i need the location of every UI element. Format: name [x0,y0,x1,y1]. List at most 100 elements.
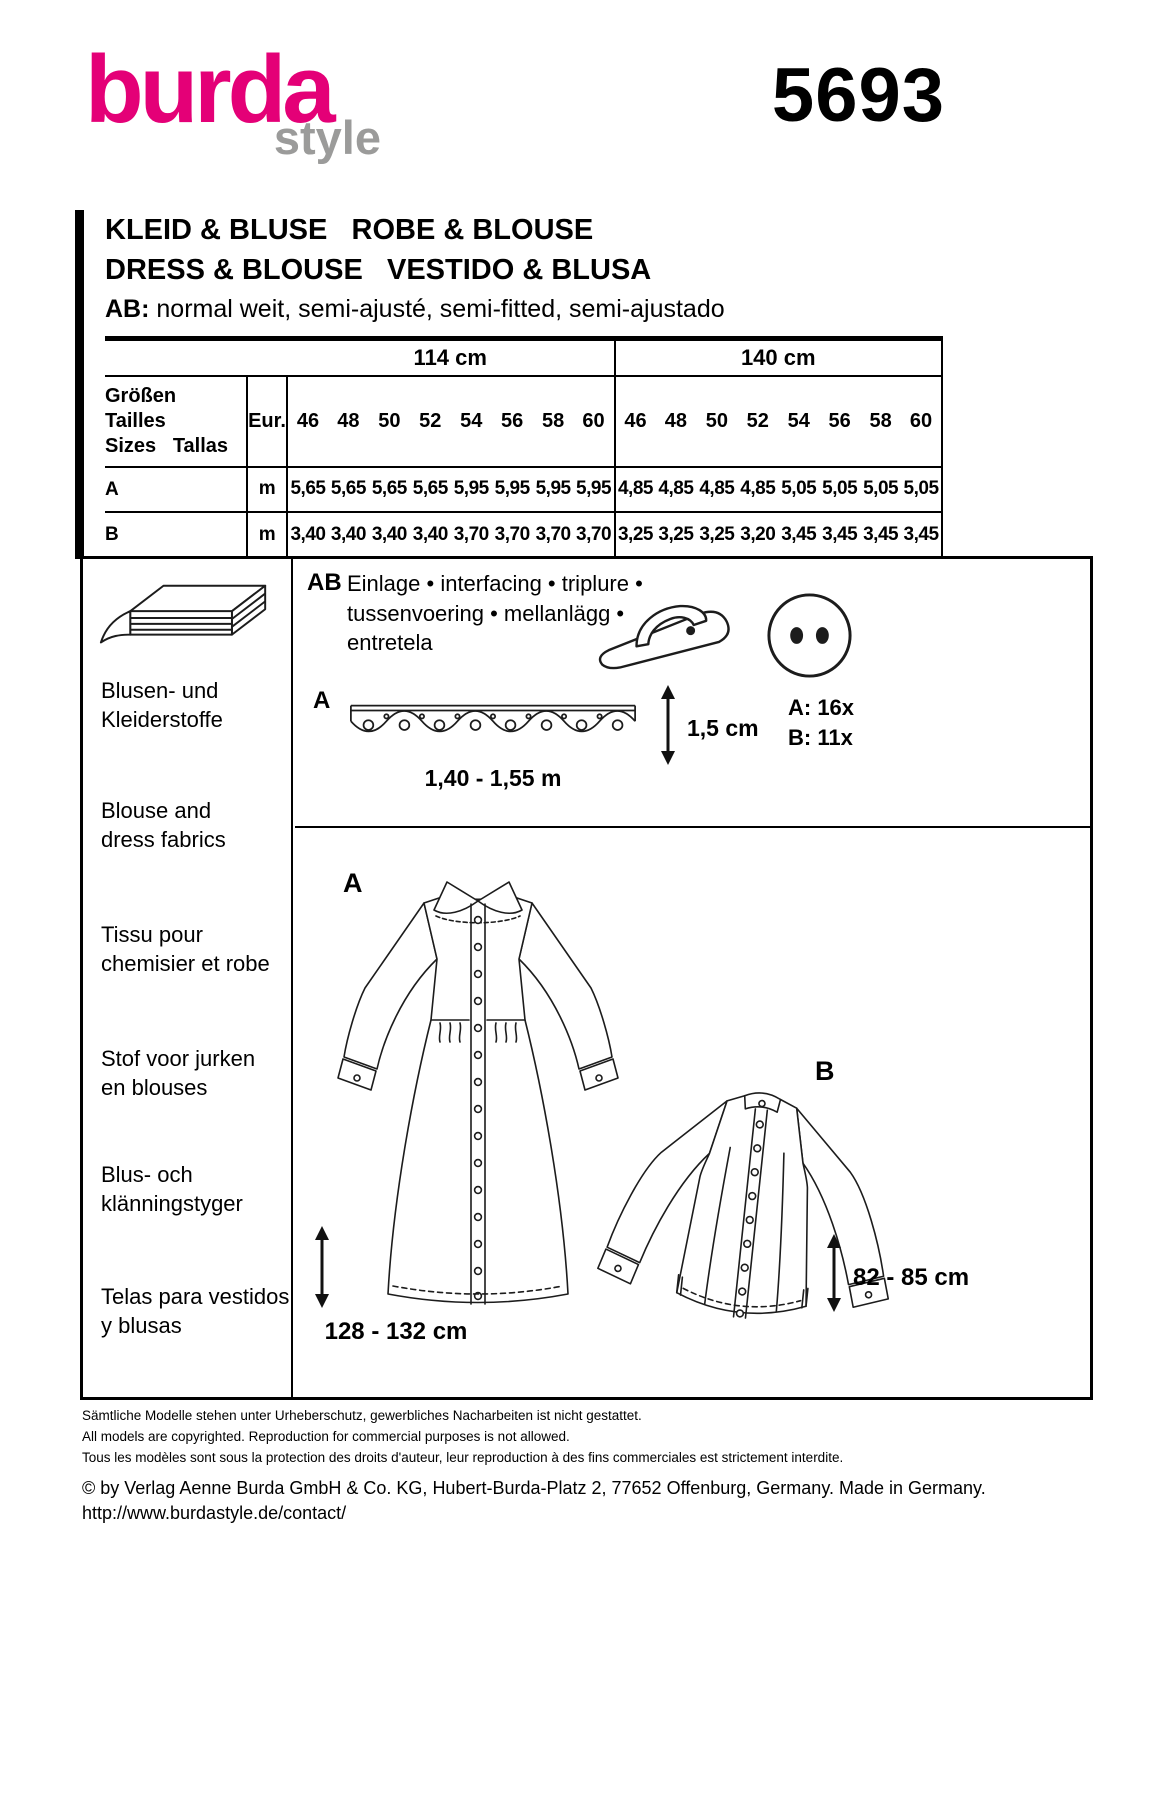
size-header-cell: 58 [860,375,902,468]
yardage-cell: 3,40 [286,512,328,560]
legal-line-de: Sämtliche Modelle stehen unter Urhebersc… [82,1408,642,1423]
fabric-item: Blouse and dress fabrics [101,798,226,852]
yardage-cell: 3,70 [491,512,533,560]
yardage-cell: 3,45 [860,512,902,560]
yardage-cell: 3,70 [450,512,492,560]
yardage-cell: 5,05 [819,466,861,514]
ab-views-label: AB [307,569,342,596]
pattern-number: 5693 [771,53,945,138]
view-row-label: B [105,512,247,560]
unit-cell: m [246,512,287,560]
width-header-114: 114 cm [287,338,615,377]
trim-view-label: A [313,687,331,714]
fabric-requirements-table: 114 cm 140 cm Größen Tailles Sizes Talla… [105,335,943,560]
size-header-cell: 50 [368,375,410,468]
yardage-cell: 5,95 [532,466,574,514]
yardage-cell: 3,25 [696,512,738,560]
button-count-a: A: 16x [788,695,855,720]
size-header-cell: 48 [655,375,697,468]
blouse-b-drawing [550,1061,952,1374]
trim-length: 1,40 - 1,55 m [424,765,562,791]
yardage-cell: 5,65 [327,466,369,514]
fabric-item: Tissu pour chemisier et robe [101,922,270,976]
yardage-cell: 3,70 [532,512,574,560]
interfacing-text: Einlage • interfacing • triplure • tusse… [347,571,643,656]
notions-section: AB Einlage • interfacing • triplure • tu… [295,559,1090,828]
table-corner-cell [105,338,287,377]
size-header-cell: 56 [491,375,533,468]
size-header-cell: 58 [532,375,574,468]
website-url: http://www.burdastyle.de/contact/ [82,1502,347,1523]
dress-length: 128 - 132 cm [324,1318,468,1345]
iron-icon [591,589,741,681]
size-header-cell: 60 [573,375,615,468]
brand-style-word: style [273,111,381,164]
yardage-cell: 4,85 [696,466,738,514]
yardage-cell: 5,65 [286,466,328,514]
unit-header: Eur. [246,375,287,468]
title-line-2: DRESS & BLOUSE VESTIDO & BLUSA [105,254,652,287]
view-a-label: A [343,868,363,898]
yardage-cell: 3,25 [655,512,697,560]
yardage-cell: 3,40 [409,512,451,560]
view-row-label: A [105,466,247,514]
blouse-length: 82 - 85 cm [853,1264,970,1291]
title-line-1: KLEID & BLUSE ROBE & BLOUSE [105,214,594,246]
trim-width: 1,5 cm [687,715,759,741]
fabric-recommendation-column: Blusen- und Kleiderstoffe Blouse and dre… [83,559,293,1397]
yardage-cell: 3,40 [368,512,410,560]
size-header-cell: 52 [409,375,451,468]
measure-arrow-icon [311,1226,333,1308]
yardage-cell: 3,40 [327,512,369,560]
yardage-cell: 5,95 [491,466,533,514]
fabric-item: Blus- och klänningstyger [101,1162,243,1216]
yardage-cell: 3,45 [901,512,942,560]
fabric-item: Blusen- und Kleiderstoffe [101,678,223,732]
size-header-cell: 48 [327,375,369,468]
yardage-cell: 5,05 [901,466,942,514]
size-header-cell: 60 [901,375,942,468]
size-header-cell: 52 [737,375,779,468]
measure-arrow-icon [823,1234,845,1312]
yardage-cell: 3,20 [737,512,779,560]
yardage-cell: 5,95 [573,466,615,514]
fabric-item: Stof voor jurken en blouses [101,1046,256,1100]
size-row-label: Größen Tailles Sizes Tallas [105,375,247,468]
legal-line-en: All models are copyrighted. Reproduction… [82,1428,570,1444]
yardage-cell: 5,05 [778,466,820,514]
fabric-bolt-icon [97,571,273,667]
illustration-panel: Blusen- und Kleiderstoffe Blouse and dre… [80,556,1093,1400]
size-header-cell: 46 [286,375,328,468]
size-header-cell: 54 [450,375,492,468]
yardage-cell: 5,95 [450,466,492,514]
yardage-cell: 5,05 [860,466,902,514]
burda-style-logo: burda style [85,36,385,164]
unit-cell: m [246,466,287,514]
footer: Sämtliche Modelle stehen unter Urhebersc… [82,1406,1127,1526]
size-header-cell: 50 [696,375,738,468]
lace-trim-icon [347,697,639,761]
fabric-item: Telas para vestidos y blusas [101,1284,290,1338]
yardage-cell: 3,45 [778,512,820,560]
yardage-cell: 3,70 [573,512,615,560]
button-count-b: B: 11x [788,724,853,750]
measure-arrow-icon [657,685,679,765]
yardage-cell: 4,85 [655,466,697,514]
width-header-140: 140 cm [613,338,942,377]
yardage-cell: 3,45 [819,512,861,560]
yardage-cell: 4,85 [613,466,656,514]
fit-label: AB: [105,295,150,324]
yardage-cell: 3,25 [613,512,656,560]
technical-drawings-section: A B [295,830,1090,1397]
fit-description: AB: normal weit, semi-ajusté, semi-fitte… [105,293,943,326]
view-b-label: B [815,1056,835,1086]
title-block: KLEID & BLUSE ROBE & BLOUSE DRESS & BLOU… [75,210,943,560]
yardage-cell: 5,65 [409,466,451,514]
copyright-line: © by Verlag Aenne Burda GmbH & Co. KG, H… [82,1477,986,1498]
dress-a-drawing [303,870,653,1315]
brand-name: burda [85,36,336,143]
size-header-cell: 56 [819,375,861,468]
size-header-cell: 54 [778,375,820,468]
fit-text: normal weit, semi-ajusté, semi-fitted, s… [149,295,725,324]
